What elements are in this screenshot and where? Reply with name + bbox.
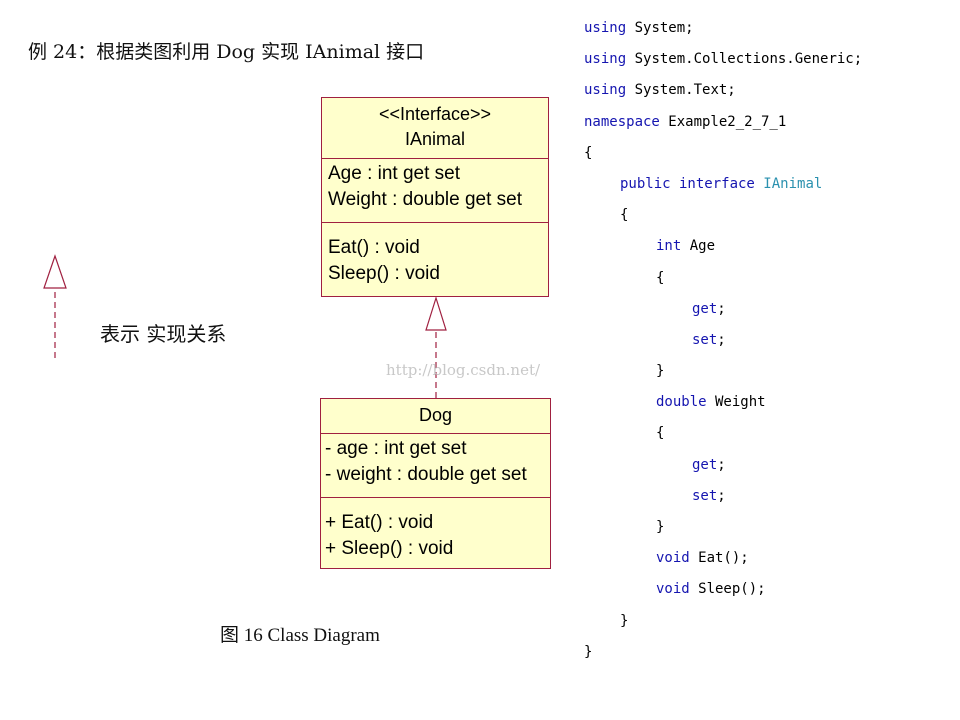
ianimal-attribute-weight: Weight : double get set (328, 189, 522, 210)
code-line-weight-open: { (656, 425, 665, 442)
ianimal-attributes: Age : int get set Weight : double get se… (322, 158, 548, 222)
interface-name: IAnimal (404, 129, 466, 149)
ianimal-header: <<Interface>> IAnimal (322, 98, 548, 158)
ianimal-attribute-age: Age : int get set (328, 163, 461, 184)
dog-header: Dog (321, 399, 550, 433)
ianimal-operations: Eat() : void Sleep() : void (322, 222, 548, 296)
dog-operations: + Eat() : void + Sleep() : void (321, 497, 550, 568)
dog-operation-eat: + Eat() : void (325, 512, 434, 533)
code-line-interface-open: { (620, 207, 629, 224)
code-line-weight-set: set; (692, 487, 726, 504)
code-line-age-get: get; (692, 300, 726, 317)
code-line-age-open: { (656, 269, 665, 286)
code-line-interface-close: } (620, 612, 629, 629)
code-line-age-set: set; (692, 331, 726, 348)
interface-stereotype: <<Interface>> (378, 104, 492, 124)
code-line-weight-get: get; (692, 456, 726, 473)
code-line-using-text: using System.Text; (584, 82, 736, 99)
legend-arrow-head (43, 254, 67, 289)
code-line-age-close: } (656, 363, 665, 380)
dog-attribute-age: - age : int get set (325, 438, 467, 459)
ianimal-operation-eat: Eat() : void (328, 237, 420, 258)
code-line-sleep-decl: void Sleep(); (656, 581, 766, 598)
code-listing: using System; using System.Collections.G… (584, 14, 862, 669)
code-line-namespace: namespace Example2_2_7_1 (584, 113, 787, 130)
watermark: http://blog.csdn.net/ (386, 361, 541, 379)
ianimal-operation-sleep: Sleep() : void (328, 263, 440, 284)
legend-label: 表示 实现关系 (100, 322, 227, 346)
code-line-namespace-close: } (584, 643, 593, 660)
code-line-using-system: using System; (584, 20, 694, 36)
realization-arrow (425, 295, 447, 398)
code-line-namespace-open: { (584, 144, 593, 161)
code-line-weight-decl: double Weight (656, 394, 766, 411)
figure-caption: 图 16 Class Diagram (220, 625, 380, 646)
class-name: Dog (418, 405, 453, 425)
dog-attribute-weight: - weight : double get set (325, 464, 527, 485)
dog-operation-sleep: + Sleep() : void (325, 538, 454, 559)
code-line-eat-decl: void Eat(); (656, 550, 749, 567)
dog-class-box: Dog - age : int get set - weight : doubl… (320, 398, 551, 569)
legend-arrow (43, 254, 67, 358)
ianimal-interface-box: <<Interface>> IAnimal Age : int get set … (321, 97, 549, 297)
code-line-weight-close: } (656, 519, 665, 535)
page-title: 例 24：根据类图利用 Dog 实现 IAnimal 接口 (28, 41, 425, 63)
realization-arrow-head (425, 295, 447, 331)
dog-attributes: - age : int get set - weight : double ge… (321, 433, 550, 497)
code-line-interface-decl: public interface IAnimal (620, 175, 823, 192)
code-line-age-decl: int Age (656, 238, 716, 255)
code-line-using-collections: using System.Collections.Generic; (584, 51, 863, 68)
